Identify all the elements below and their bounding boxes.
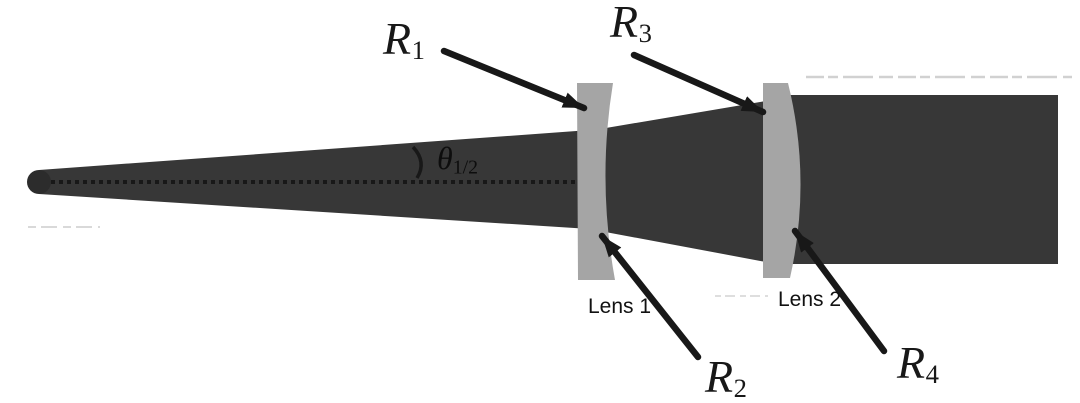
r3-arrow (630, 51, 767, 116)
label-lens1: Lens 1 (588, 295, 652, 318)
r2-arrow (598, 232, 702, 361)
label-r1: R1 (383, 13, 425, 65)
label-half-angle: θ1/2 (437, 140, 479, 179)
lens1-shape (577, 83, 615, 280)
point-source-dot (27, 170, 51, 194)
half-angle-arc (411, 145, 423, 179)
lens2-shape (763, 83, 801, 278)
label-lens2: Lens 2 (778, 288, 842, 311)
label-r2: R2 (705, 351, 747, 403)
collimated-beam (785, 95, 1058, 264)
diverging-beam-cone (39, 130, 590, 229)
label-r4: R4 (897, 337, 939, 389)
label-r3: R3 (610, 0, 652, 48)
r4-arrow (791, 227, 888, 355)
r1-arrow (440, 47, 588, 112)
intermediate-beam (600, 101, 766, 262)
